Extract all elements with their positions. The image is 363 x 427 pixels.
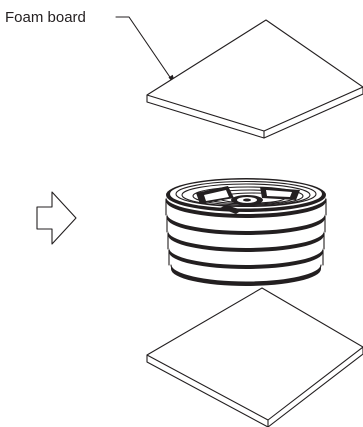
reel-disc-3 [167, 231, 325, 252]
reel-disc-1 [165, 197, 327, 218]
foam-board-label: Foam board [5, 9, 86, 26]
reel-disc-2 [166, 214, 326, 235]
reel-top-face [166, 178, 326, 214]
right-arrow-icon [36, 191, 77, 245]
top-foam-board [146, 19, 363, 139]
foam-board-leader-line [115, 16, 177, 87]
bottom-foam-board [146, 287, 363, 427]
reel-disc-5 [170, 264, 322, 286]
reel-disc-4 [168, 248, 324, 269]
film-reel-stack-icon [165, 178, 327, 286]
